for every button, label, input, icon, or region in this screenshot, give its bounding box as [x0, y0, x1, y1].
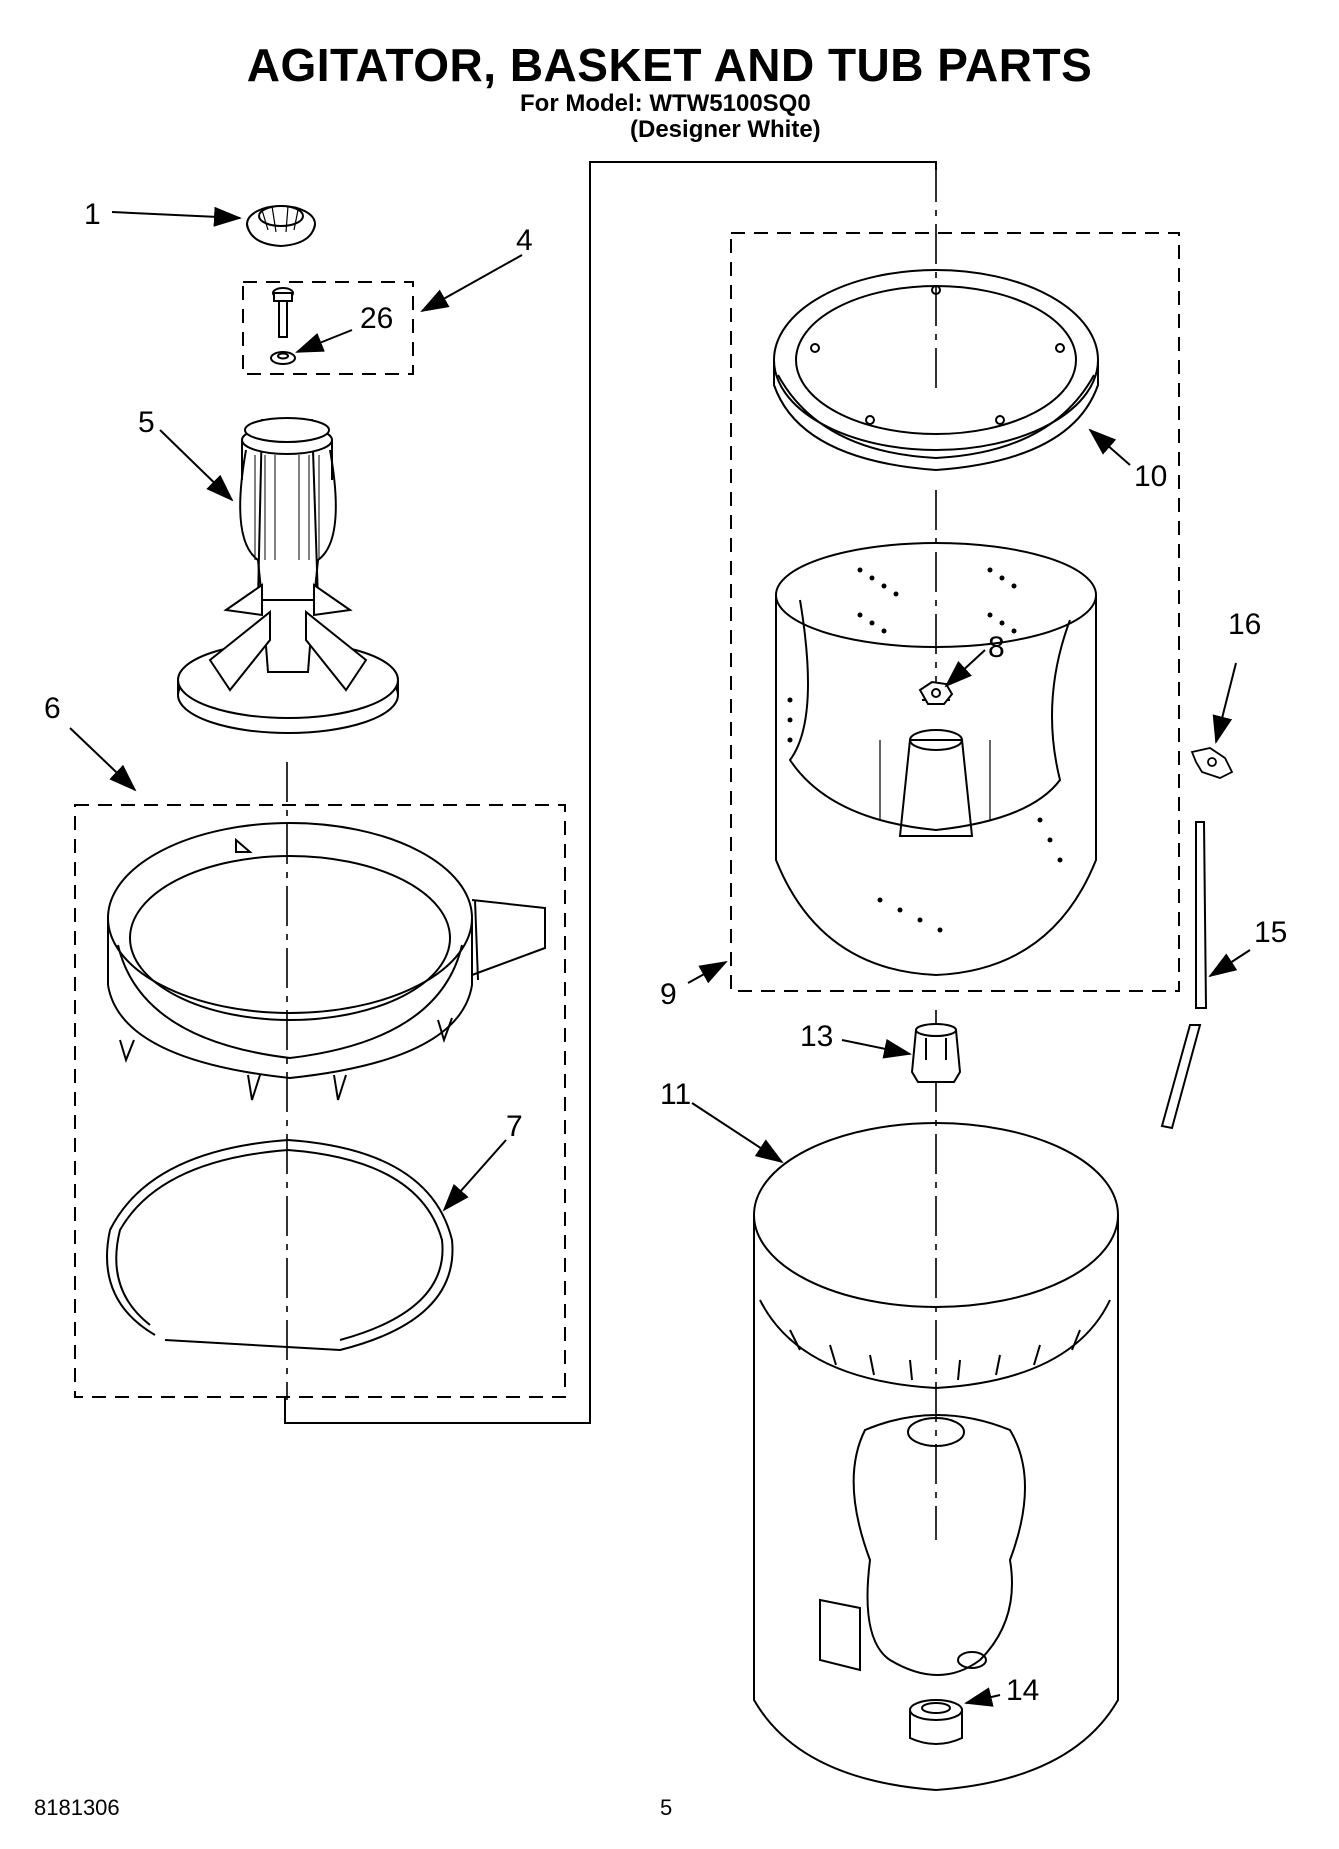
part-10-balance-ring [773, 269, 1099, 472]
part-8-drive-nut [918, 680, 954, 705]
callout-4: 4 [516, 224, 533, 257]
callout-11: 11 [660, 1078, 691, 1111]
leader-arrows [69, 206, 1251, 1707]
page-title: AGITATOR, BASKET AND TUB PARTS [246, 39, 1093, 91]
callout-9: 9 [660, 978, 677, 1011]
model-line: For Model: WTW5100SQ0 [520, 90, 811, 117]
callout-5: 5 [138, 406, 155, 439]
variant-line: (Designer White) [630, 116, 821, 143]
group-box-9 [730, 232, 1180, 992]
part-13-coupler [910, 1023, 962, 1083]
basket-perforations [787, 567, 1063, 933]
part-14-plug [909, 1699, 963, 1745]
callout-26: 26 [360, 302, 393, 335]
part-5-agitator [177, 417, 399, 734]
part-26-washer [270, 351, 296, 365]
part-15-hose [1160, 821, 1208, 1130]
group-box-6 [74, 804, 566, 1398]
part-6-ring [107, 822, 546, 1101]
callout-13: 13 [800, 1020, 833, 1053]
callout-14: 14 [1006, 1674, 1039, 1707]
group-box-4 [242, 281, 414, 375]
page-number: 5 [660, 1795, 673, 1820]
callout-1: 1 [84, 198, 101, 231]
callout-15: 15 [1254, 916, 1287, 949]
part-11-tub [753, 1122, 1119, 1792]
part-4-bolt [272, 287, 294, 338]
part-9-basket [775, 542, 1097, 977]
document-number: 8181306 [34, 1795, 120, 1820]
callout-7: 7 [506, 1110, 523, 1143]
callout-16: 16 [1228, 608, 1261, 641]
part-16-clip [1190, 747, 1234, 779]
part-1-agitator-cap [246, 205, 316, 248]
connector-line [284, 161, 937, 1424]
part-7-seal-ring [106, 1138, 454, 1352]
callout-6: 6 [44, 692, 61, 725]
callout-10: 10 [1134, 460, 1167, 493]
callout-8: 8 [988, 631, 1005, 664]
